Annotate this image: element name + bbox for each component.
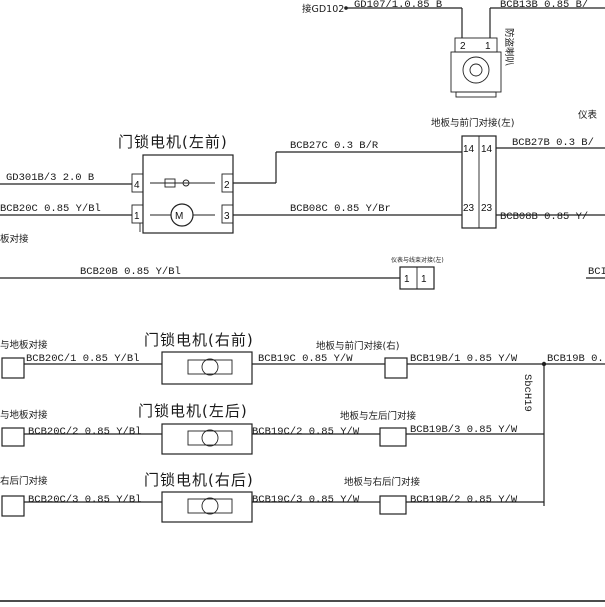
- svg-text:1: 1: [134, 211, 140, 222]
- motor-right-front-title: 门锁电机(右前): [144, 331, 254, 349]
- rf-wire-far-label: BCB19B 0.: [547, 353, 604, 365]
- motor-right-front: [161, 351, 253, 385]
- rr-wire-left-label: BCB20C/3 0.85 Y/Bl: [28, 494, 141, 506]
- svg-text:2: 2: [460, 41, 466, 52]
- wire-bcb08b-label: BCB08B 0.85 Y/: [500, 211, 588, 223]
- instrument-label: 仪表: [578, 109, 598, 121]
- lr-left-connector: [1, 427, 25, 447]
- svg-text:1: 1: [485, 41, 491, 52]
- lr-connector-label: 地板与左后门对接: [340, 410, 417, 422]
- rf-connector: [384, 357, 408, 379]
- left-connector-label: 板对接: [0, 233, 29, 245]
- wire-bcb20c-label: BCB20C 0.85 Y/Bl: [0, 203, 101, 215]
- rf-left-connector: [1, 357, 25, 379]
- svg-text:1: 1: [404, 274, 410, 285]
- motor-left-rear-title: 门锁电机(左后): [138, 402, 248, 420]
- rf-left-label: 与地板对接: [0, 339, 48, 351]
- speaker-vertical-label: 防盗喇叭: [503, 28, 515, 67]
- junction-dot: [344, 6, 348, 10]
- rf-wire-left-label: BCB20C/1 0.85 Y/Bl: [26, 353, 139, 365]
- motor-left-front: 4 1 2 3 M: [131, 154, 234, 234]
- wire-bcb08c-label: BCB08C 0.85 Y/Br: [290, 203, 391, 215]
- lr-left-label: 与地板对接: [0, 409, 48, 421]
- rr-wire-mid-label: BCB19C/3 0.85 Y/W: [252, 494, 360, 506]
- rr-left-label: 右后门对接: [0, 475, 48, 487]
- svg-text:14: 14: [463, 144, 475, 155]
- connector-floor-front-left: 14 14 23 23: [461, 135, 497, 229]
- wire-gd107-label: GD107/1.0.85 B: [354, 0, 442, 11]
- svg-text:4: 4: [134, 180, 140, 191]
- svg-text:23: 23: [481, 203, 493, 214]
- wire-right-stub-label: BCI: [588, 266, 605, 278]
- svg-text:M: M: [175, 211, 183, 222]
- motor-left-front-title: 门锁电机(左前): [118, 133, 228, 151]
- lr-wire-right-label: BCB19B/3 0.85 Y/W: [410, 424, 518, 436]
- lr-wire-mid-label: BCB19C/2 0.85 Y/W: [252, 426, 360, 438]
- svg-text:1: 1: [421, 274, 427, 285]
- wire-bcb13b-label: BCB13B 0.85 B/: [500, 0, 588, 11]
- rr-connector: [379, 495, 407, 515]
- lr-connector: [379, 427, 407, 447]
- rr-wire-right-label: BCB19B/2 0.85 Y/W: [410, 494, 518, 506]
- svg-text:14: 14: [481, 144, 493, 155]
- lf-connector-label: 地板与前门对接(左): [431, 117, 514, 129]
- svg-text:2: 2: [224, 180, 230, 191]
- svg-text:23: 23: [463, 203, 475, 214]
- rr-connector-label: 地板与右后门对接: [344, 476, 421, 488]
- wire-bcb27c-label: BCB27C 0.3 B/R: [290, 140, 379, 152]
- lr-wire-left-label: BCB20C/2 0.85 Y/Bl: [28, 426, 141, 438]
- motor-left-rear: [161, 423, 253, 455]
- rf-wire-right-label: BCB19B/1 0.85 Y/W: [410, 353, 518, 365]
- rf-wire-mid-label: BCB19C 0.85 Y/W: [258, 353, 353, 365]
- speaker-horn: 2 1: [450, 37, 502, 98]
- ground-label: 接GD102: [302, 3, 344, 15]
- rr-left-connector: [1, 495, 25, 517]
- splice-label: SbcH19: [521, 374, 533, 412]
- svg-text:3: 3: [224, 211, 230, 222]
- wire-gd301b-label: GD301B/3 2.0 B: [6, 172, 94, 184]
- motor-right-rear: [161, 491, 253, 523]
- connector-instrument-left: 1 1: [399, 266, 435, 290]
- motor-right-rear-title: 门锁电机(右后): [144, 471, 254, 489]
- middle-connector-label: 仪表与线束对接(左): [391, 256, 444, 264]
- wire-bcb20b-label: BCB20B 0.85 Y/Bl: [80, 266, 181, 278]
- rf-connector-label: 地板与前门对接(右): [316, 340, 399, 352]
- wire-bcb27b-label: BCB27B 0.3 B/: [512, 137, 594, 149]
